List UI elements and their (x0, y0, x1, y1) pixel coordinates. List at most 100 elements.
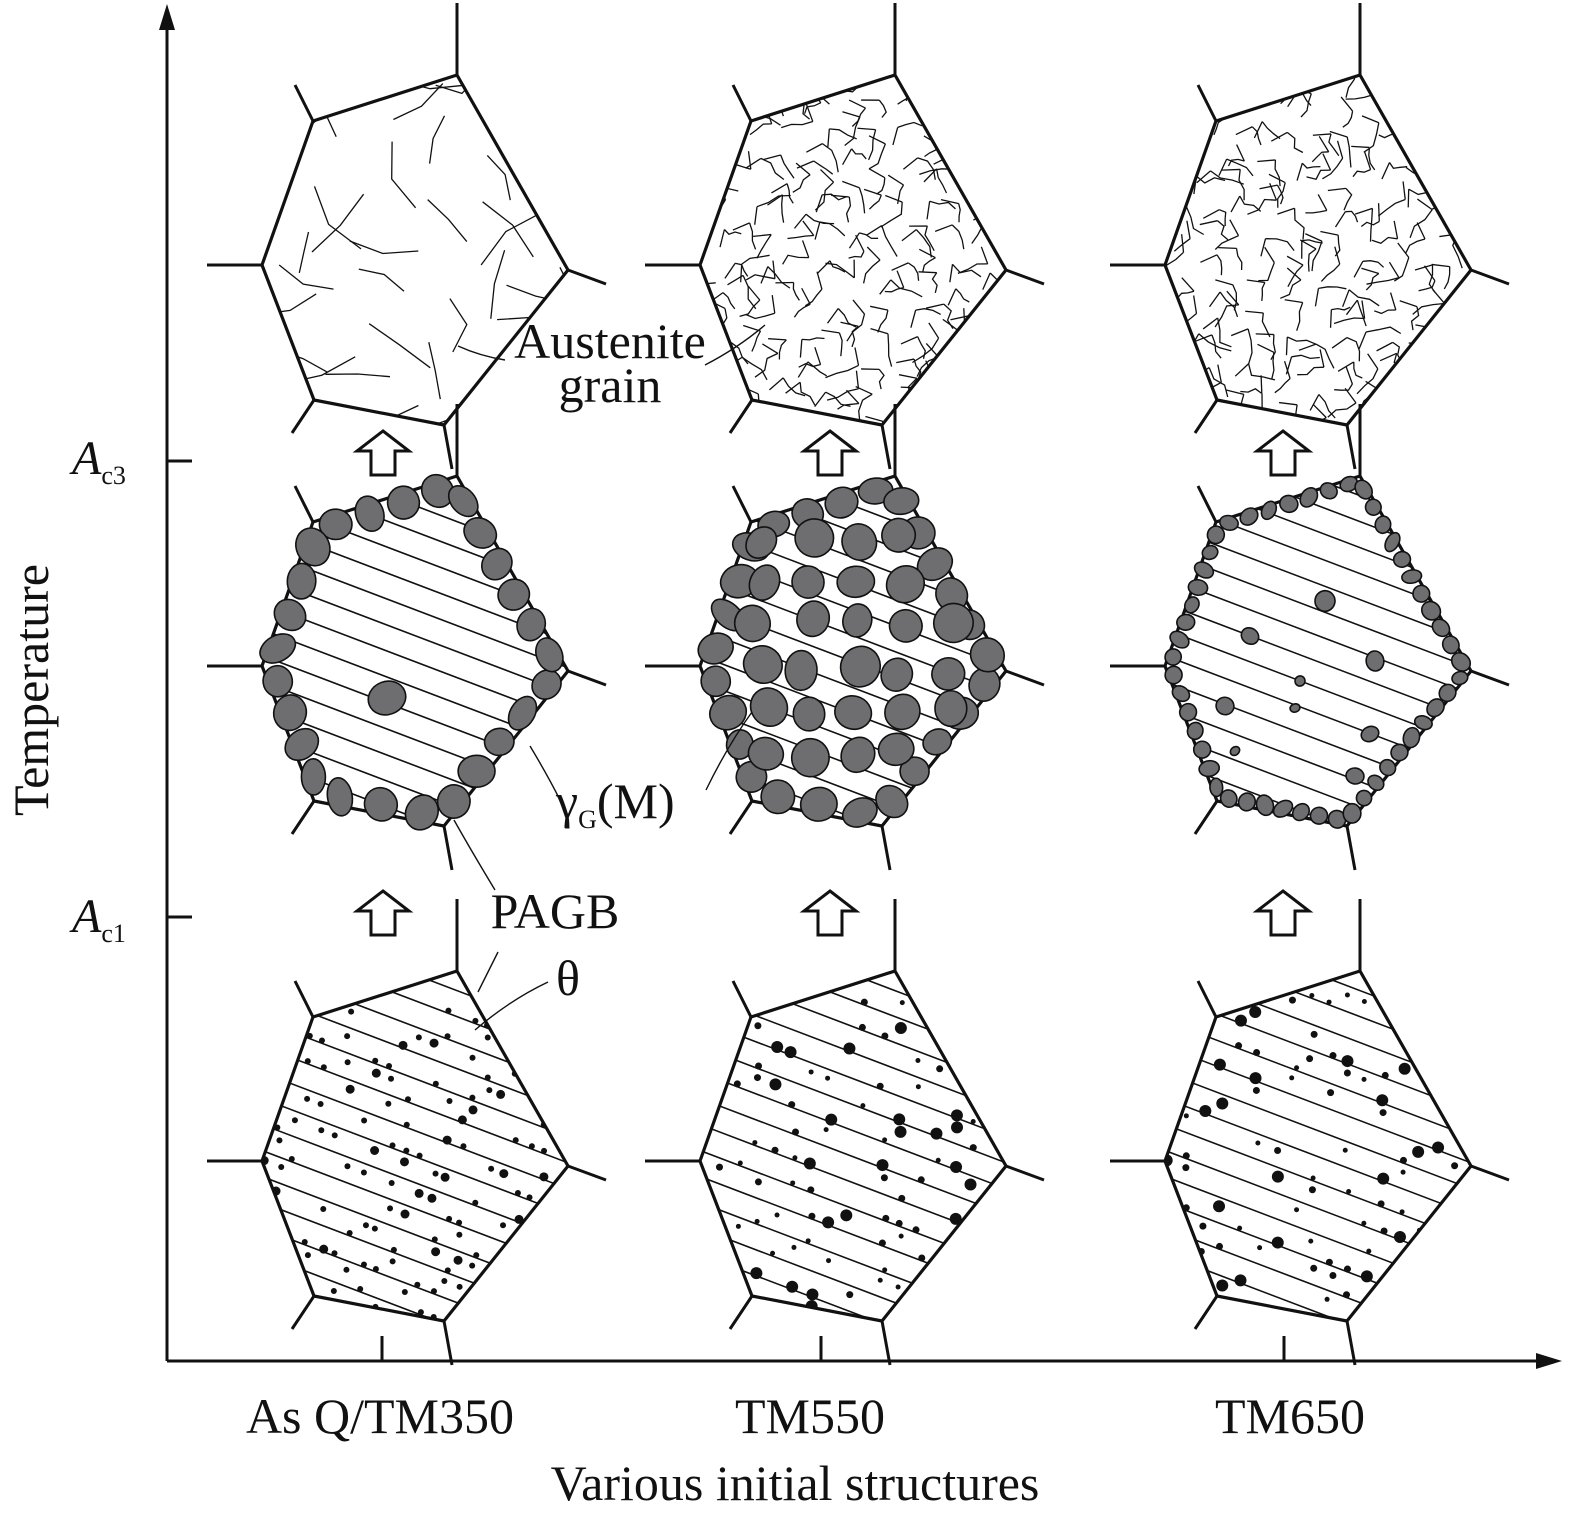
gamma-g-martensite-particle (1438, 683, 1457, 703)
austenite-grain-boundary (990, 157, 995, 176)
grain-cell-r2-c1 (207, 404, 607, 871)
grain-cell-r1-c3 (1110, 3, 1510, 470)
gamma-leader-2 (705, 711, 753, 791)
theta-carbide (401, 1288, 408, 1295)
austenite-grain-boundary (1291, 354, 1320, 360)
theta-carbide (1294, 1207, 1300, 1213)
theta-carbide (858, 1023, 866, 1031)
austenite-grain-boundary (1271, 69, 1289, 73)
grain-boundary-spoke (1196, 485, 1218, 523)
austenite-grain-boundary (706, 105, 728, 114)
theta-carbide (440, 1172, 450, 1182)
austenite-grain-boundary (865, 415, 884, 423)
gamma-g-martensite-particle (884, 693, 921, 731)
theta-carbide (446, 1097, 453, 1104)
austenite-grain-boundary (1307, 248, 1317, 272)
austenite-grain-boundary (574, 111, 593, 160)
lath-line (262, 1093, 568, 1220)
austenite-grain-boundary (896, 358, 915, 364)
austenite-grain-boundary (1165, 145, 1172, 158)
austenite-grain-boundary (1165, 156, 1173, 181)
austenite-grain-boundary (919, 168, 954, 176)
austenite-grain-boundary (712, 134, 719, 153)
theta-carbide (894, 1125, 907, 1138)
austenite-grain-boundary (1145, 370, 1161, 378)
austenite-grain-boundary (925, 303, 944, 309)
austenite-grain-boundary (1362, 260, 1385, 268)
austenite-grain-boundary (1218, 246, 1237, 249)
grain-boundary-spoke (567, 669, 607, 687)
austenite-grain-boundary (1175, 367, 1191, 394)
austenite-grain-boundary (1293, 208, 1305, 240)
austenite-grain-boundary (1297, 366, 1324, 376)
gamma-g-martensite-particle (1450, 651, 1472, 672)
austenite-grain-boundary (965, 132, 969, 151)
austenite-grain-boundary (929, 200, 956, 210)
austenite-grain-boundary (787, 234, 814, 240)
grain-boundary-spoke (1470, 669, 1510, 687)
theta-carbide (1451, 1162, 1459, 1170)
austenite-grain-boundary (962, 75, 967, 87)
austenite-grain-boundary (1311, 417, 1327, 425)
prior-austenite-grain (698, 73, 1008, 427)
austenite-grain-boundary (855, 385, 873, 395)
theta-carbide (262, 1156, 269, 1166)
austenite-grain-boundary (730, 342, 749, 365)
grain-boundary-spoke (567, 1164, 607, 1182)
gamma-g-martensite-particle (922, 728, 953, 756)
gamma-g-martensite-particle (1364, 498, 1382, 516)
theta-carbide (484, 1074, 491, 1081)
austenite-grain-boundary (1208, 291, 1221, 308)
theta-carbide (1294, 1065, 1300, 1071)
austenite-grain-boundary (781, 120, 813, 129)
theta-carbide (444, 1267, 451, 1274)
austenite-grain-boundary (851, 325, 859, 348)
gamma-g-martensite-particle (794, 518, 835, 558)
gamma-g-martensite-particle (1367, 774, 1385, 792)
theta-carbide (1343, 1291, 1351, 1299)
austenite-grain-boundary (1345, 366, 1353, 385)
austenite-grain-boundary (1167, 133, 1185, 153)
austenite-grain-boundary (968, 122, 1000, 134)
austenite-grain-boundary (1165, 91, 1171, 94)
gamma-g-martensite-particle (1164, 648, 1183, 666)
theta-carbide (788, 1101, 796, 1109)
austenite-grain-boundary (700, 245, 704, 258)
austenite-grain-boundary (262, 421, 285, 425)
austenite-grain-boundary (1378, 132, 1397, 139)
austenite-grain-boundary (857, 127, 876, 131)
austenite-grain-boundary (952, 263, 982, 278)
theta-carbide (880, 1174, 888, 1182)
gamma-g-martensite-particle (749, 687, 789, 727)
gamma-g-martensite-particle (1260, 500, 1278, 521)
austenite-grain-boundary (881, 225, 898, 257)
theta-carbide (1252, 1086, 1260, 1094)
theta-carbide (526, 1194, 533, 1201)
austenite-grain-boundary (1178, 144, 1189, 163)
grain-boundary-spoke (293, 980, 315, 1018)
austenite-grain-boundary (1306, 169, 1331, 180)
austenite-grain-boundary (1218, 158, 1228, 176)
gamma-g-martensite-particle (748, 564, 781, 601)
gamma-g-martensite-particle (1187, 578, 1209, 597)
austenite-grain-boundary (1377, 203, 1380, 222)
x-category-1: As Q/TM350 (246, 1388, 514, 1444)
austenite-grain-boundary (1387, 99, 1406, 112)
austenite-grain-boundary (1331, 306, 1351, 311)
austenite-grain-boundary (1181, 234, 1185, 253)
austenite-grain-boundary (1199, 220, 1218, 226)
grain-boundary-spoke (880, 825, 892, 871)
lath-line (700, 1249, 1006, 1321)
austenite-grain-boundary (1431, 416, 1444, 425)
austenite-grain-boundary (449, 298, 468, 353)
austenite-grain-boundary (1417, 198, 1433, 211)
austenite-grain-boundary (842, 111, 861, 118)
theta-carbide (288, 1156, 295, 1163)
theta-carbide (360, 1169, 367, 1176)
austenite-grain-boundary (1400, 369, 1418, 380)
austenite-grain-boundary (756, 194, 791, 208)
grain-boundary-spoke (1193, 800, 1219, 835)
theta-carbide (499, 1169, 509, 1179)
austenite-grain-boundary (1431, 263, 1450, 268)
austenite-grain-boundary (792, 282, 800, 301)
